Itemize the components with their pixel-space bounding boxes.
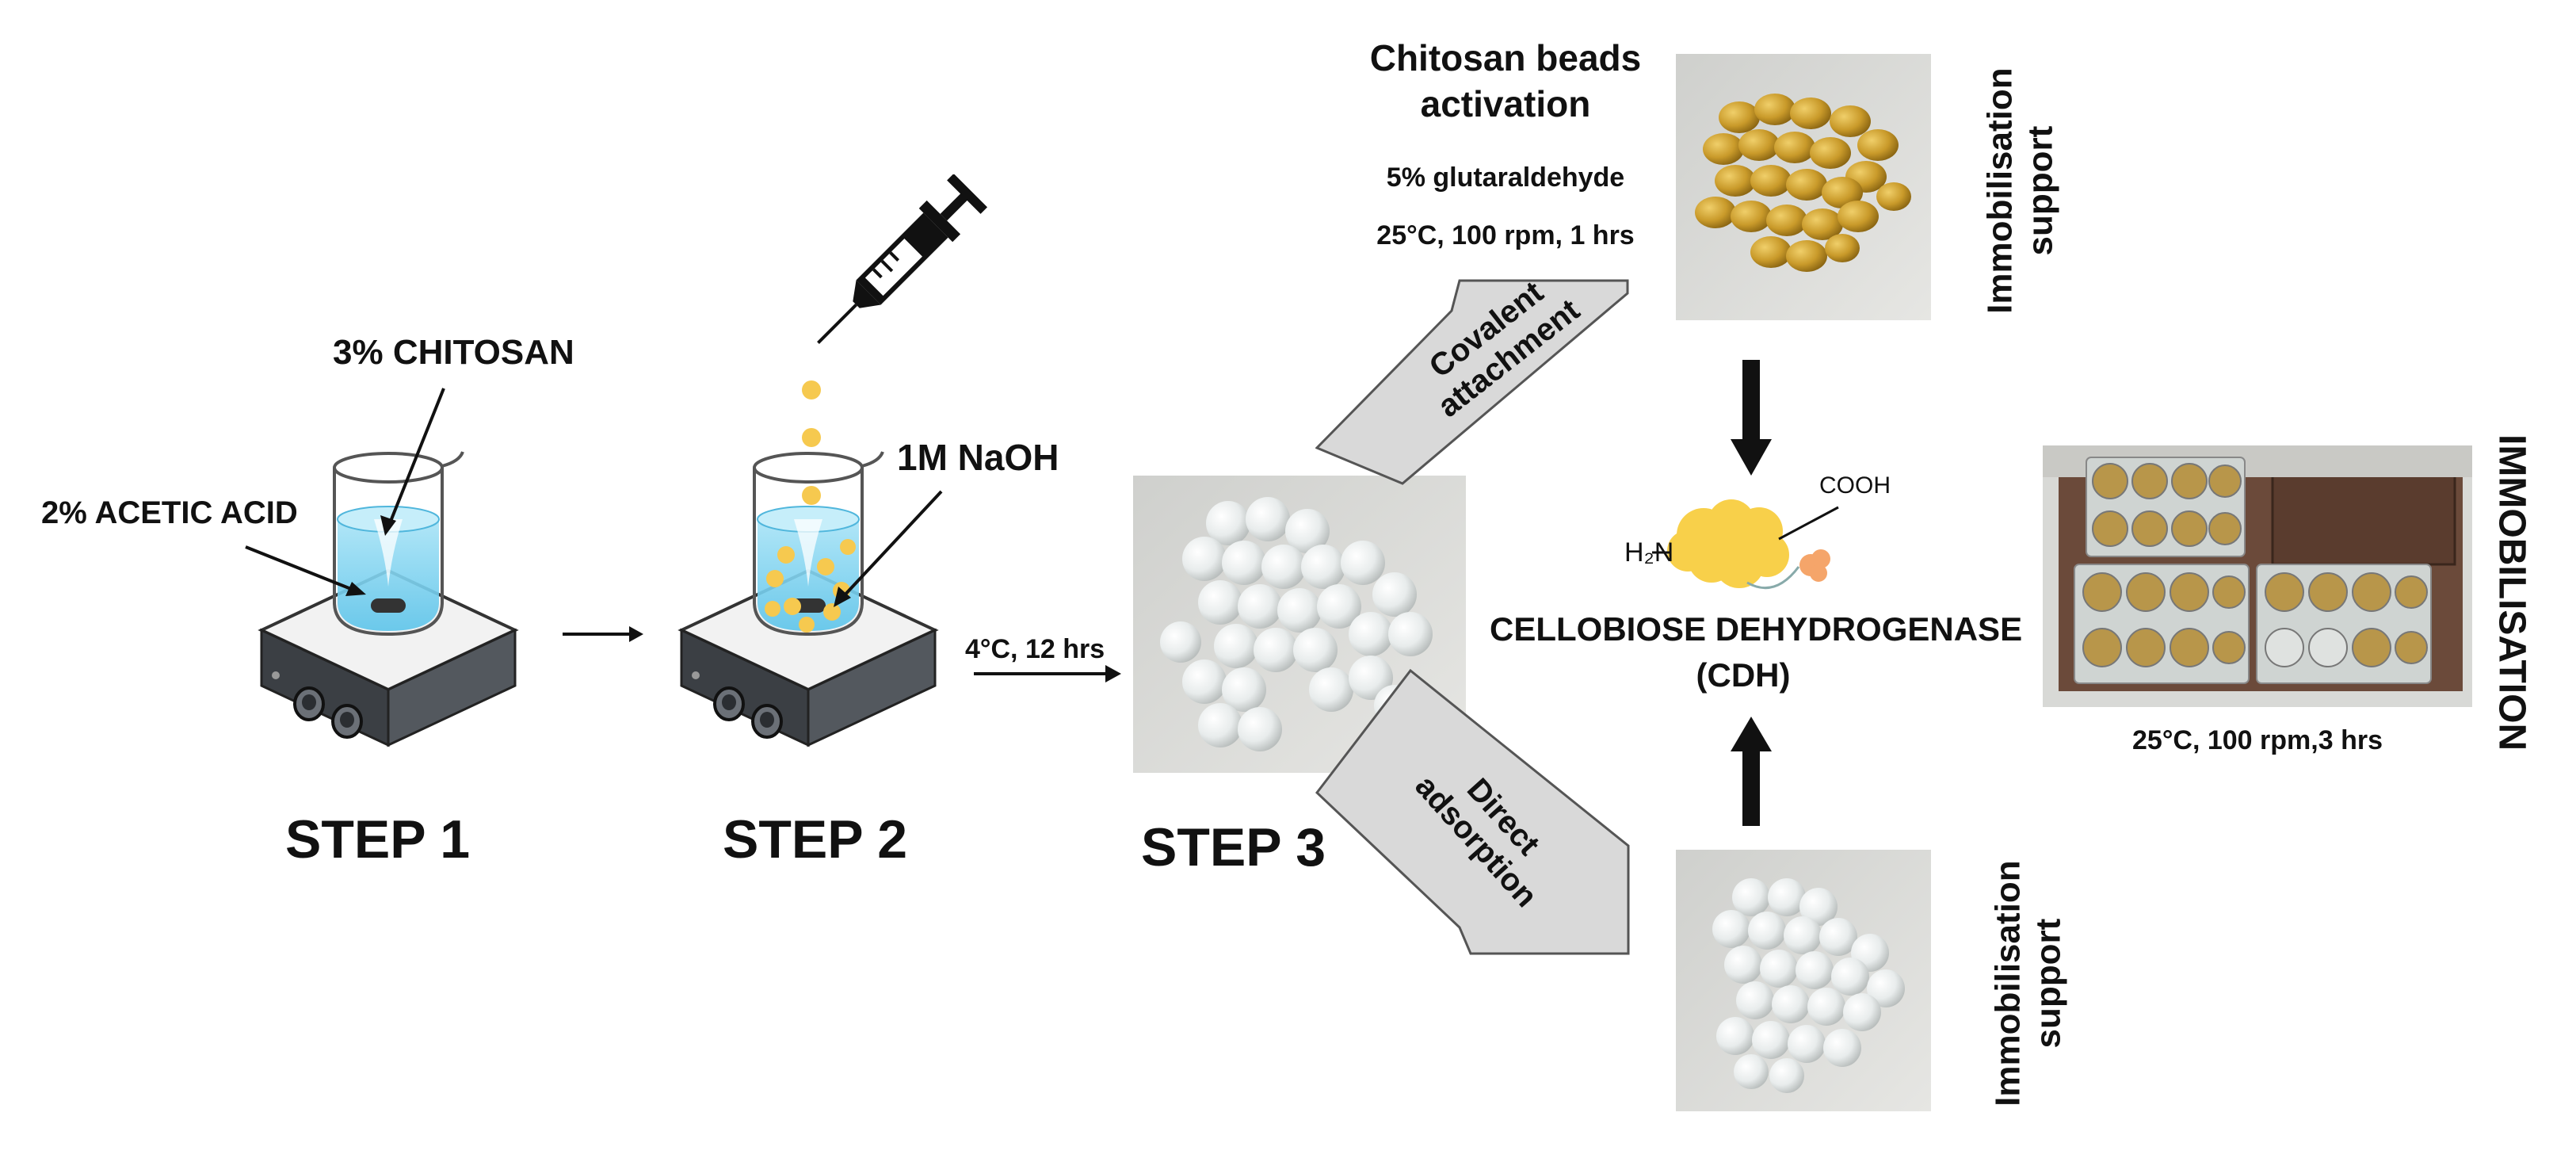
arrow-step2-to-step3 [974,665,1121,682]
cdh-enzyme-illustration [1652,499,1839,590]
arrow-bottom-support-to-enzyme [1731,717,1772,826]
activated-beads-photo [1676,54,1931,320]
enzyme-abbreviation: (CDH) [1696,656,1791,694]
acetic-acid-label: 2% ACETIC ACID [41,495,298,530]
stirrer-knob-icon [713,686,745,721]
stirrer-knob-icon [331,704,363,739]
step2-condition: 4°C, 12 hrs [965,634,1105,664]
step2-label: STEP 2 [723,809,908,870]
syringe-icon [817,174,988,344]
stir-bar-icon [371,598,406,613]
arrow-top-support-to-enzyme [1731,360,1772,476]
step3-label: STEP 3 [1141,817,1326,877]
enzyme-name: CELLOBIOSE DEHYDROGENASE [1490,610,2023,648]
naoh-label: 1M NaOH [897,437,1059,478]
stirrer-knob-icon [751,704,783,739]
step1-stirrer-beaker [258,451,519,747]
carboxyl-group-label: COOH [1819,472,1891,499]
covalent-attachment-arrow [1315,279,1629,485]
stirrer-knob-icon [293,686,325,721]
step1-label: STEP 1 [285,809,471,870]
immobilisation-title: IMMOBILISATION [2490,434,2533,751]
activation-conditions: 25°C, 100 rpm, 1 hrs [1376,220,1635,250]
untreated-beads-photo [1676,850,1931,1111]
chitosan-label: 3% CHITOSAN [333,333,574,372]
naoh-drops [802,380,821,505]
step2-stirrer-beaker [677,451,939,747]
immobilisation-conditions: 25°C, 100 rpm,3 hrs [2132,725,2383,755]
white-beads-photo [1133,476,1466,773]
amine-group-label: H₂N [1624,537,1674,568]
direct-adsorption-arrow [1315,668,1630,955]
arrow-step1-to-step2 [563,626,643,642]
activation-reagent: 5% glutaraldehyde [1386,162,1625,193]
well-plates-photo [2043,445,2472,707]
